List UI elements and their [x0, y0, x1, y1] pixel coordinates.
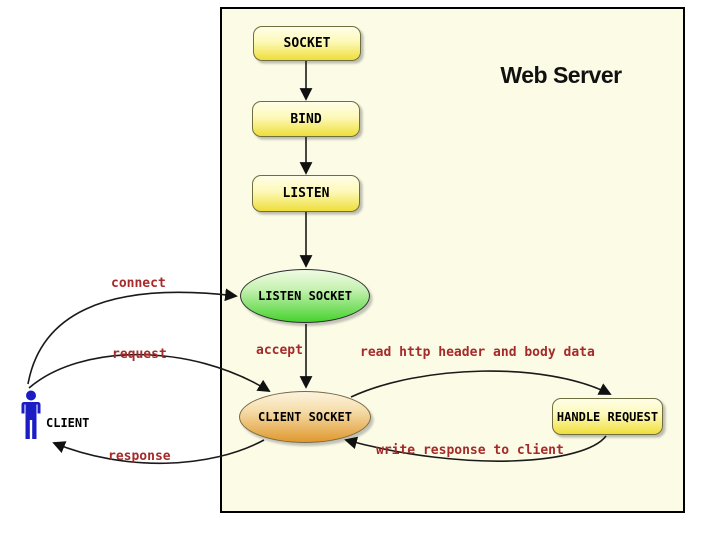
- client-label: CLIENT: [46, 416, 90, 430]
- node-socket-label: SOCKET: [283, 36, 331, 51]
- node-handle-request-label: HANDLE REQUEST: [556, 409, 659, 424]
- node-listen-label: LISTEN: [282, 186, 330, 201]
- node-listen-socket: LISTEN SOCKET: [240, 269, 370, 323]
- node-socket: SOCKET: [253, 26, 361, 61]
- client-person-icon: [21, 390, 41, 439]
- node-bind: BIND: [252, 101, 360, 137]
- node-handle-request: HANDLE REQUEST: [552, 398, 663, 435]
- node-client-socket-label: CLIENT SOCKET: [258, 410, 352, 424]
- node-bind-label: BIND: [290, 111, 322, 127]
- node-listen: LISTEN: [252, 175, 360, 212]
- edge-label-response: response: [108, 449, 171, 464]
- edge-label-accept: accept: [256, 343, 303, 358]
- edge-connect: [27, 288, 238, 385]
- web-server-title: Web Server: [500, 62, 622, 88]
- edge-label-read-http: read http header and body data: [360, 345, 595, 360]
- node-client-socket: CLIENT SOCKET: [239, 391, 371, 443]
- node-listen-socket-label: LISTEN SOCKET: [258, 289, 352, 303]
- edge-label-connect: connect: [111, 276, 166, 291]
- edge-label-write-response: write response to client: [376, 443, 564, 458]
- edge-label-request: request: [112, 347, 167, 362]
